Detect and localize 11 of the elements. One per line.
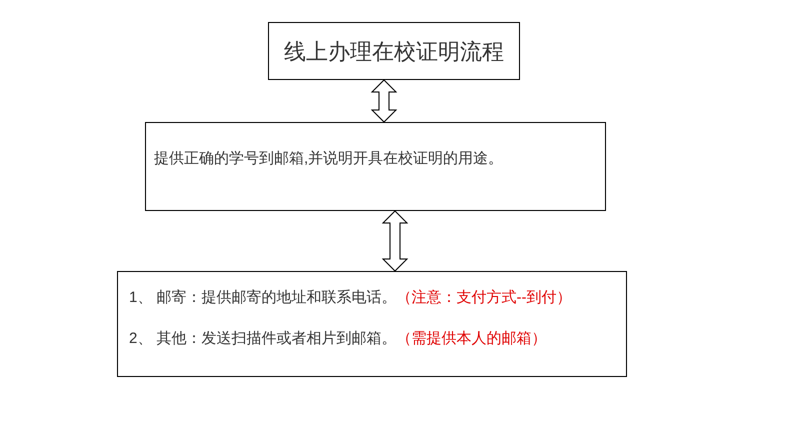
title-text: 线上办理在校证明流程 <box>284 38 504 66</box>
double-arrow <box>370 79 398 123</box>
process-box <box>117 271 627 377</box>
instruction-text: 提供正确的学号到邮箱,并说明开具在校证明的用途。 <box>154 149 504 169</box>
note-text: （注意：支付方式--到付） <box>396 288 572 308</box>
option-text: 2、 其他：发送扫描件或者相片到邮箱。 <box>129 329 397 349</box>
option-text: 1、 邮寄：提供邮寄的地址和联系电话。 <box>129 288 397 308</box>
process-box <box>145 122 606 211</box>
process-box <box>268 22 520 80</box>
double-arrow <box>382 210 408 272</box>
note-text: （需提供本人的邮箱） <box>396 329 547 349</box>
